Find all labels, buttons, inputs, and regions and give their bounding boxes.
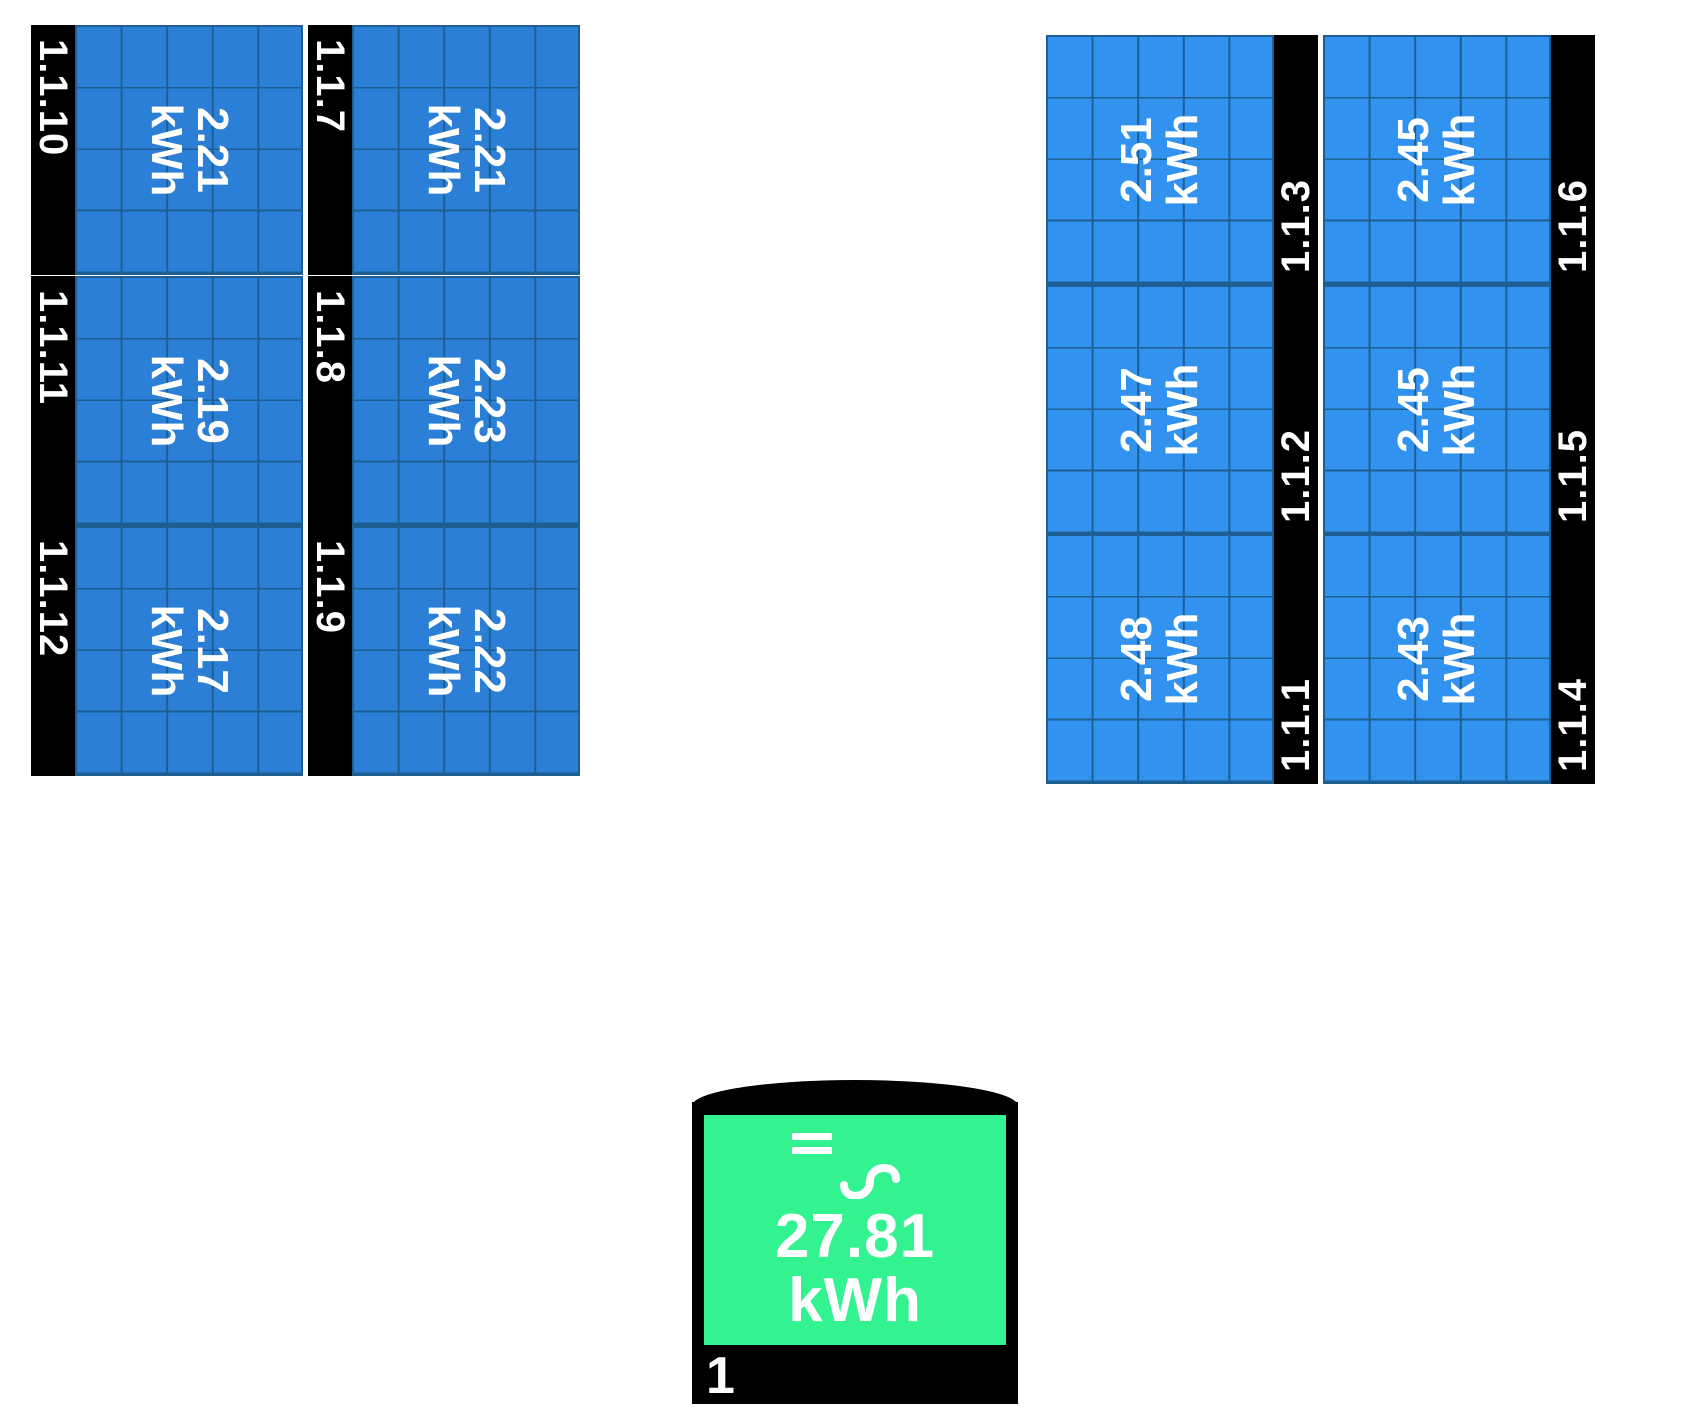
panel-id: 1.1.1 bbox=[1274, 678, 1318, 772]
inverter-energy-value: 27.81 bbox=[774, 1202, 936, 1271]
panel-energy-value: 2.17 bbox=[188, 608, 237, 694]
panel-energy-unit: kWh bbox=[1158, 363, 1207, 457]
panel-energy-value: 2.45 bbox=[1389, 117, 1438, 203]
panel-energy-value: 2.45 bbox=[1389, 367, 1438, 453]
panel-id: 1.1.8 bbox=[308, 290, 352, 384]
panel-id: 1.1.12 bbox=[31, 540, 75, 658]
panel-1-1-4[interactable]: 2.43 kWh 1.1.4 bbox=[1323, 534, 1595, 784]
panel-id-strip: 1.1.12 bbox=[31, 526, 75, 776]
panel-cells: 2.21 kWh bbox=[352, 25, 580, 275]
panel-energy-unit: kWh bbox=[419, 604, 468, 698]
panel-id-strip: 1.1.11 bbox=[31, 276, 75, 526]
panel-id-strip: 1.1.10 bbox=[31, 25, 75, 275]
panel-id: 1.1.9 bbox=[308, 540, 352, 634]
panel-energy: 2.19 kWh bbox=[142, 354, 237, 448]
panel-cells: 2.45 kWh bbox=[1323, 35, 1551, 285]
panel-id: 1.1.2 bbox=[1274, 429, 1318, 523]
panel-cells: 2.23 kWh bbox=[352, 276, 580, 526]
inverter-energy: 27.81 kWh bbox=[704, 1205, 1006, 1333]
panel-1-1-8[interactable]: 1.1.8 2.23 kWh bbox=[308, 276, 580, 526]
panel-energy-unit: kWh bbox=[1435, 612, 1484, 706]
panel-energy-unit: kWh bbox=[1435, 363, 1484, 457]
panel-energy-value: 2.43 bbox=[1389, 616, 1438, 702]
panel-id-strip: 1.1.4 bbox=[1551, 534, 1595, 784]
inverter-id: 1 bbox=[706, 1347, 735, 1405]
panel-1-1-10[interactable]: 1.1.10 2.21 kWh bbox=[31, 25, 303, 275]
panel-energy-unit: kWh bbox=[142, 604, 191, 698]
panel-id-strip: 1.1.7 bbox=[308, 25, 352, 275]
panel-cells: 2.22 kWh bbox=[352, 526, 580, 776]
panel-energy-value: 2.22 bbox=[465, 608, 514, 694]
dc-ac-converter-icon bbox=[792, 1133, 900, 1199]
panel-energy-value: 2.48 bbox=[1112, 616, 1161, 702]
panel-id-strip: 1.1.6 bbox=[1551, 35, 1595, 285]
panel-energy-unit: kWh bbox=[1158, 113, 1207, 207]
panel-energy: 2.47 kWh bbox=[1112, 363, 1207, 457]
inverter-screen: 27.81 kWh bbox=[704, 1115, 1006, 1345]
panel-energy-unit: kWh bbox=[419, 354, 468, 448]
panel-energy-value: 2.47 bbox=[1112, 367, 1161, 453]
panel-id: 1.1.3 bbox=[1274, 179, 1318, 273]
panel-energy-value: 2.21 bbox=[465, 107, 514, 193]
panel-id: 1.1.10 bbox=[31, 39, 75, 157]
panel-1-1-6[interactable]: 2.45 kWh 1.1.6 bbox=[1323, 35, 1595, 285]
panel-id: 1.1.4 bbox=[1551, 678, 1595, 772]
panel-energy-unit: kWh bbox=[1435, 113, 1484, 207]
panel-1-1-11[interactable]: 1.1.11 2.19 kWh bbox=[31, 276, 303, 526]
panel-1-1-12[interactable]: 1.1.12 2.17 kWh bbox=[31, 526, 303, 776]
panel-energy-value: 2.23 bbox=[465, 358, 514, 444]
panel-energy-value: 2.51 bbox=[1112, 117, 1161, 203]
panel-1-1-9[interactable]: 1.1.9 2.22 kWh bbox=[308, 526, 580, 776]
panel-cells: 2.47 kWh bbox=[1046, 285, 1274, 535]
panel-energy: 2.43 kWh bbox=[1389, 612, 1484, 706]
panel-1-1-5[interactable]: 2.45 kWh 1.1.5 bbox=[1323, 285, 1595, 535]
panel-cells: 2.17 kWh bbox=[75, 526, 303, 776]
panel-energy-unit: kWh bbox=[142, 354, 191, 448]
panel-1-1-2[interactable]: 2.47 kWh 1.1.2 bbox=[1046, 285, 1318, 535]
panel-id-strip: 1.1.9 bbox=[308, 526, 352, 776]
panel-energy: 2.23 kWh bbox=[419, 354, 514, 448]
panel-energy: 2.21 kWh bbox=[419, 103, 514, 197]
panel-energy: 2.48 kWh bbox=[1112, 612, 1207, 706]
panel-energy-unit: kWh bbox=[1158, 612, 1207, 706]
inverter-body: 27.81 kWh 1 bbox=[692, 1102, 1018, 1404]
panel-id-strip: 1.1.8 bbox=[308, 276, 352, 526]
panel-cells: 2.43 kWh bbox=[1323, 534, 1551, 784]
inverter-energy-unit: kWh bbox=[788, 1266, 922, 1335]
panel-id: 1.1.6 bbox=[1551, 179, 1595, 273]
panel-cells: 2.48 kWh bbox=[1046, 534, 1274, 784]
panel-1-1-1[interactable]: 2.48 kWh 1.1.1 bbox=[1046, 534, 1318, 784]
panel-energy: 2.22 kWh bbox=[419, 604, 514, 698]
panel-cells: 2.45 kWh bbox=[1323, 285, 1551, 535]
panel-energy-value: 2.21 bbox=[188, 107, 237, 193]
panel-cells: 2.19 kWh bbox=[75, 276, 303, 526]
panel-cells: 2.51 kWh bbox=[1046, 35, 1274, 285]
panel-id-strip: 1.1.2 bbox=[1274, 285, 1318, 535]
panel-id-strip: 1.1.1 bbox=[1274, 534, 1318, 784]
panel-1-1-7[interactable]: 1.1.7 2.21 kWh bbox=[308, 25, 580, 275]
panel-id: 1.1.5 bbox=[1551, 429, 1595, 523]
panel-1-1-3[interactable]: 2.51 kWh 1.1.3 bbox=[1046, 35, 1318, 285]
panel-energy-value: 2.19 bbox=[188, 358, 237, 444]
panel-energy: 2.17 kWh bbox=[142, 604, 237, 698]
panel-energy: 2.45 kWh bbox=[1389, 363, 1484, 457]
panel-id-strip: 1.1.3 bbox=[1274, 35, 1318, 285]
panel-id: 1.1.7 bbox=[308, 39, 352, 133]
panel-cells: 2.21 kWh bbox=[75, 25, 303, 275]
panel-id: 1.1.11 bbox=[31, 290, 75, 406]
inverter[interactable]: 27.81 kWh 1 bbox=[692, 1080, 1018, 1404]
panel-energy-unit: kWh bbox=[142, 103, 191, 197]
panel-energy: 2.51 kWh bbox=[1112, 113, 1207, 207]
panel-id-strip: 1.1.5 bbox=[1551, 285, 1595, 535]
panel-energy: 2.45 kWh bbox=[1389, 113, 1484, 207]
panel-energy-unit: kWh bbox=[419, 103, 468, 197]
panel-energy: 2.21 kWh bbox=[142, 103, 237, 197]
